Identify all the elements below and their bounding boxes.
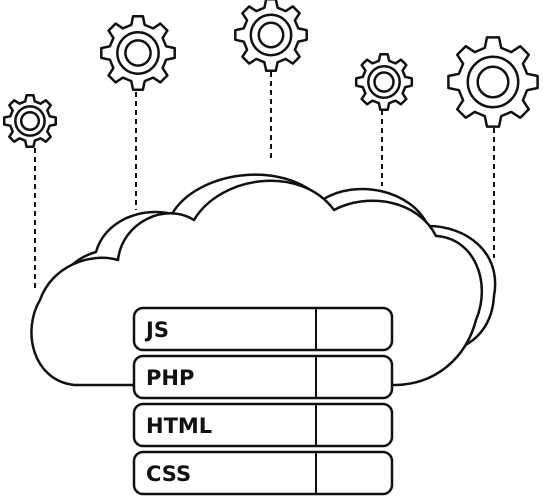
connector-lines [34,72,495,292]
server-row [132,306,394,352]
gear-hub [257,21,285,49]
gear-hub [373,71,395,93]
server-label-html: HTML [146,414,212,438]
cloud-front-outline [30,179,484,387]
gear-icon [354,52,414,112]
gear-layer [2,0,539,149]
gear-icon [100,15,176,91]
gear-icon [447,36,539,128]
gear-icon [2,93,58,149]
gear-hub [476,65,510,99]
gear-hub [19,110,41,132]
server-row [132,354,394,400]
gear-hub [124,39,152,67]
server-row [132,402,394,448]
server-label-php: PHP [146,366,194,390]
gear-icon [234,0,308,72]
server-label-css: CSS [146,462,191,486]
server-stack: JS PHP HTML CSS [132,306,394,496]
server-row [132,450,394,496]
server-label-js: JS [144,318,169,342]
